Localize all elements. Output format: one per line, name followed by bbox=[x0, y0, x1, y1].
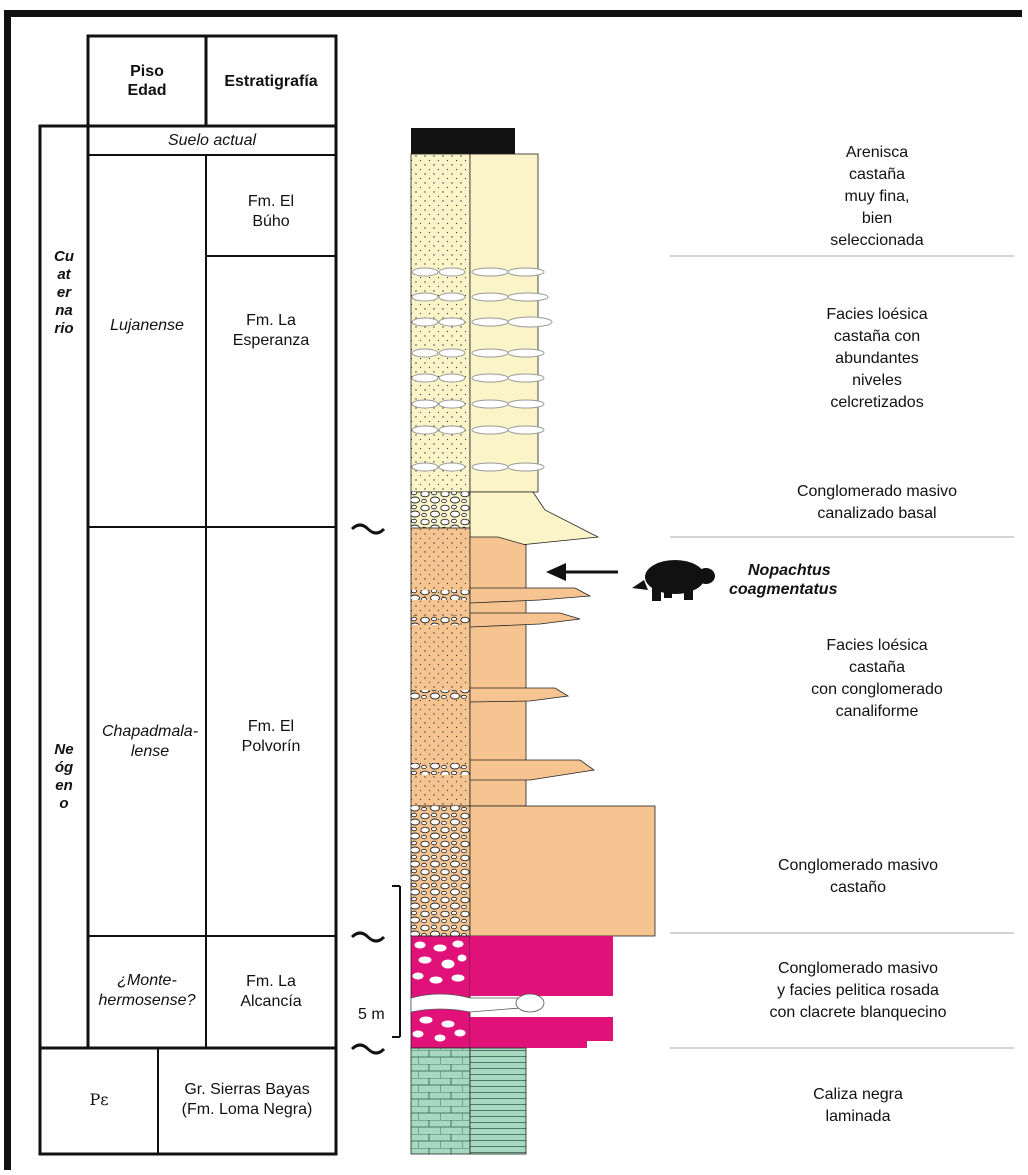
stage-precambrian: Pε bbox=[89, 1090, 109, 1109]
formation-la-alcancia-line2: Alcancía bbox=[240, 993, 302, 1010]
header-edad: Edad bbox=[127, 82, 167, 99]
description-line: bien bbox=[861, 210, 893, 227]
formation-el-polvorin-line1: Fm. El bbox=[247, 718, 295, 735]
description-line: y facies pelitica rosada bbox=[777, 982, 939, 999]
description-line: canalizado basal bbox=[817, 505, 937, 522]
layer-pink-right-upper bbox=[470, 936, 613, 996]
formation-la-esperanza: Fm. La Esperanza bbox=[206, 311, 336, 351]
description-line: Arenisca bbox=[845, 144, 909, 161]
fossil-arrow bbox=[546, 563, 618, 581]
description-line: laminada bbox=[825, 1108, 891, 1125]
description-line: Conglomerado masivo bbox=[796, 483, 958, 500]
description-line: Facies loésica bbox=[826, 306, 928, 323]
description-line: seleccionada bbox=[830, 232, 924, 249]
formation-la-esperanza-line1: Fm. La bbox=[246, 312, 296, 329]
description-facies-loesica-1: Facies loésica castaña con abundantes ni… bbox=[727, 304, 1027, 414]
description-separators bbox=[670, 255, 1014, 1049]
header-estratigrafia: Estratigrafía bbox=[224, 73, 318, 90]
stage-chapadmalalense-line1: Chapadmala- bbox=[101, 723, 199, 740]
nopachtus-silhouette bbox=[632, 560, 715, 601]
formation-el-polvorin: Fm. El Polvorín bbox=[206, 717, 336, 757]
period-cuaternario: Cuaternario bbox=[54, 248, 74, 337]
description-arenisca: Arenisca castaña muy fina, bien seleccio… bbox=[727, 142, 1027, 252]
formation-la-alcancia: Fm. La Alcancía bbox=[206, 972, 336, 1012]
description-line: niveles bbox=[852, 372, 902, 389]
formation-el-polvorin-line2: Polvorín bbox=[241, 738, 301, 755]
description-caliza: Caliza negra laminada bbox=[708, 1084, 1008, 1128]
scale-label: 5 m bbox=[358, 1006, 385, 1023]
layer-limestone-left bbox=[410, 1047, 471, 1155]
fossil-name: Nopachtus coagmentatus bbox=[720, 561, 837, 599]
description-line: Facies loésica bbox=[826, 637, 928, 654]
formation-el-buho: Fm. El Búho bbox=[206, 192, 336, 232]
description-conglomerado-castano: Conglomerado masivo castaño bbox=[708, 855, 1008, 899]
description-line: con clacrete blanquecino bbox=[769, 1004, 947, 1021]
formation-la-esperanza-line2: Esperanza bbox=[232, 332, 310, 349]
scale-bar bbox=[392, 885, 401, 1038]
stage-lujanense: Lujanense bbox=[110, 317, 184, 334]
stage-montehermosense-line1: ¿Monte- bbox=[117, 972, 177, 989]
stage-suelo-actual: Suelo actual bbox=[167, 132, 257, 149]
formation-el-buho-line2: Búho bbox=[252, 213, 290, 230]
description-line: con conglomerado bbox=[811, 681, 943, 698]
description-line: castaña bbox=[848, 166, 906, 183]
period-neogeno: Neógeno bbox=[54, 741, 74, 812]
calcrete-lenses bbox=[411, 267, 553, 472]
description-line: castaña bbox=[848, 659, 906, 676]
description-line: Conglomerado masivo bbox=[777, 857, 939, 874]
calcrete-band bbox=[410, 993, 521, 1013]
layer-pink-left bbox=[410, 935, 471, 1049]
description-line: castaña con bbox=[833, 328, 921, 345]
description-conglomerado-rosada: Conglomerado masivo y facies pelitica ro… bbox=[708, 958, 1008, 1024]
stage-chapadmalalense-line2: lense bbox=[130, 743, 170, 760]
stage-montehermosense-line2: hermosense? bbox=[98, 992, 196, 1009]
layer-soil bbox=[411, 128, 515, 154]
description-line: castaño bbox=[829, 879, 887, 896]
description-line: Conglomerado masivo bbox=[777, 960, 939, 977]
description-line: muy fina, bbox=[844, 188, 910, 205]
description-line: Caliza negra bbox=[813, 1086, 903, 1103]
formation-sierras-bayas-line1: Gr. Sierras Bayas bbox=[184, 1081, 310, 1098]
description-line: abundantes bbox=[835, 350, 919, 367]
layer-limestone-right bbox=[469, 1047, 527, 1155]
header-piso: Piso bbox=[130, 63, 164, 80]
unconformity-marks bbox=[350, 523, 386, 1055]
description-conglomerado-basal: Conglomerado masivo canalizado basal bbox=[727, 481, 1027, 525]
stage-chapadmalalense: Chapadmala- lense bbox=[88, 722, 212, 762]
formation-el-buho-line1: Fm. El bbox=[247, 193, 295, 210]
figure-frame bbox=[4, 10, 1022, 1170]
fossil-name-species: coagmentatus bbox=[729, 581, 838, 598]
formation-sierras-bayas: Gr. Sierras Bayas (Fm. Loma Negra) bbox=[158, 1080, 336, 1120]
fossil-name-genus: Nopachtus bbox=[748, 562, 831, 579]
description-line: canaliforme bbox=[835, 703, 919, 720]
stage-montehermosense: ¿Monte- hermosense? bbox=[88, 971, 206, 1011]
layer-massive-conglomerate bbox=[469, 805, 656, 937]
description-line: celcretizados bbox=[830, 394, 924, 411]
loess-conglomerate-lenses bbox=[411, 587, 596, 781]
formation-la-alcancia-line1: Fm. La bbox=[246, 973, 296, 990]
description-facies-loesica-2: Facies loésica castaña con conglomerado … bbox=[727, 635, 1027, 723]
formation-sierras-bayas-line2: (Fm. Loma Negra) bbox=[181, 1101, 313, 1118]
